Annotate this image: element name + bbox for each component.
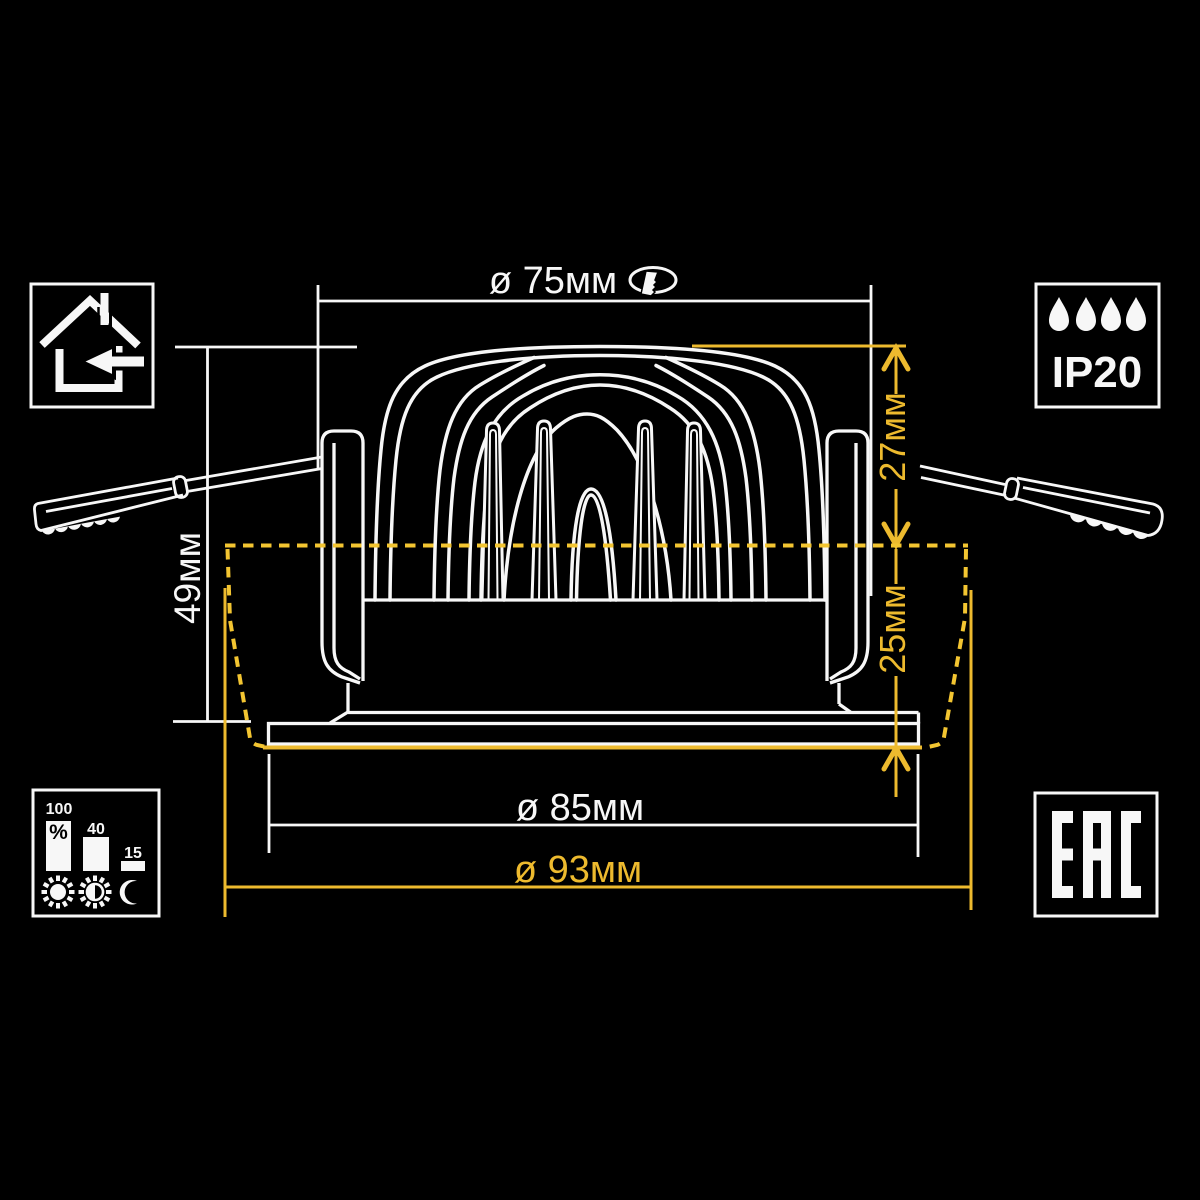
svg-text:15: 15 bbox=[124, 845, 142, 862]
svg-text:IP20: IP20 bbox=[1052, 348, 1143, 397]
svg-text:27мм: 27мм bbox=[872, 392, 913, 482]
svg-text:ø 75мм: ø 75мм bbox=[489, 260, 617, 302]
svg-text:40: 40 bbox=[87, 821, 105, 838]
svg-text:ø 85мм: ø 85мм bbox=[516, 787, 644, 829]
svg-text:%: % bbox=[49, 821, 68, 844]
svg-text:ø 93мм: ø 93мм bbox=[514, 849, 642, 891]
svg-text:100: 100 bbox=[46, 801, 73, 818]
svg-text:25мм: 25мм bbox=[872, 584, 913, 674]
svg-text:49мм: 49мм bbox=[167, 532, 208, 624]
